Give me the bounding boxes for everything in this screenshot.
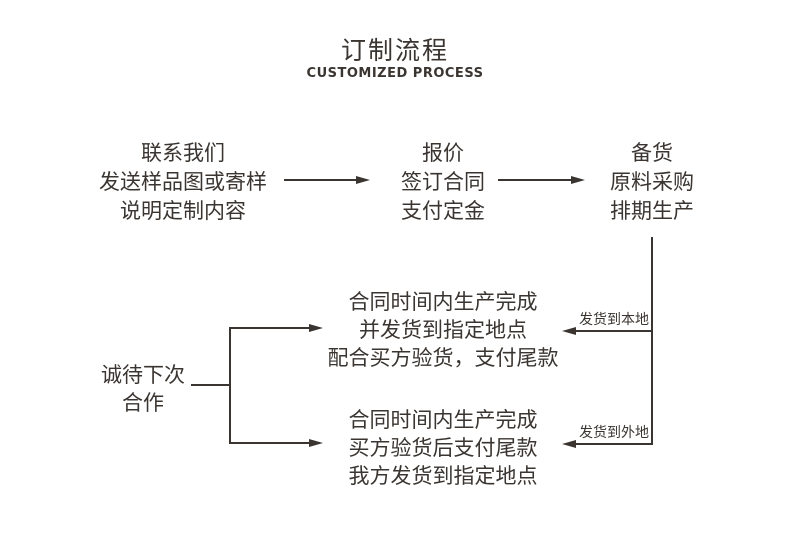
loop-back-note: 诚待下次 合作 bbox=[93, 361, 193, 417]
step-line: 备货 bbox=[631, 141, 673, 165]
step-line: 原料采购 bbox=[610, 170, 694, 194]
arrowhead-right-icon bbox=[571, 175, 585, 184]
note-line: 诚待下次 bbox=[101, 363, 185, 387]
flow-step-quote: 报价 签订合同 支付定金 bbox=[353, 139, 533, 226]
arrowhead-right-icon bbox=[356, 175, 370, 184]
note-line: 合作 bbox=[122, 391, 164, 415]
arrow-line bbox=[229, 327, 310, 329]
connector-stock-down bbox=[651, 237, 653, 445]
arrowhead-left-icon bbox=[562, 439, 576, 448]
step-line: 发送样品图或寄样 bbox=[99, 170, 267, 194]
branch-label-remote: 发货到外地 bbox=[579, 425, 649, 441]
branch-line: 我方发货到指定地点 bbox=[348, 464, 538, 488]
branch-line: 配合买方验货，支付尾款 bbox=[327, 346, 559, 370]
branch-line: 合同时间内生产完成 bbox=[348, 408, 538, 432]
branch-label-local: 发货到本地 bbox=[579, 312, 649, 328]
branch-line: 并发货到指定地点 bbox=[359, 318, 527, 342]
step-line: 签订合同 bbox=[401, 170, 485, 194]
bracket-vertical-line bbox=[229, 327, 231, 444]
arrowhead-right-icon bbox=[309, 323, 323, 332]
arrowhead-left-icon bbox=[562, 326, 576, 335]
step-line: 说明定制内容 bbox=[120, 199, 246, 223]
arrow-line bbox=[575, 330, 653, 332]
page-subtitle: CUSTOMIZED PROCESS bbox=[306, 66, 484, 81]
branch-block-remote: 合同时间内生产完成 买方验货后支付尾款 我方发货到指定地点 bbox=[313, 406, 573, 490]
step-line: 报价 bbox=[422, 141, 464, 165]
page-title: 订制流程 bbox=[340, 36, 449, 65]
step-line: 联系我们 bbox=[141, 141, 225, 165]
branch-block-local: 合同时间内生产完成 并发货到指定地点 配合买方验货，支付尾款 bbox=[313, 288, 573, 372]
arrowhead-right-icon bbox=[309, 438, 323, 447]
arrow-line bbox=[498, 179, 572, 181]
step-line: 排期生产 bbox=[610, 199, 694, 223]
flow-step-contact: 联系我们 发送样品图或寄样 说明定制内容 bbox=[93, 139, 273, 226]
arrow-line bbox=[575, 443, 653, 445]
branch-line: 合同时间内生产完成 bbox=[348, 290, 538, 314]
arrow-line bbox=[284, 179, 357, 181]
arrow-line bbox=[229, 442, 310, 444]
branch-line: 买方验货后支付尾款 bbox=[348, 436, 538, 460]
bracket-stub-line bbox=[191, 384, 231, 386]
step-line: 支付定金 bbox=[401, 199, 485, 223]
flow-step-stock: 备货 原料采购 排期生产 bbox=[562, 139, 742, 226]
